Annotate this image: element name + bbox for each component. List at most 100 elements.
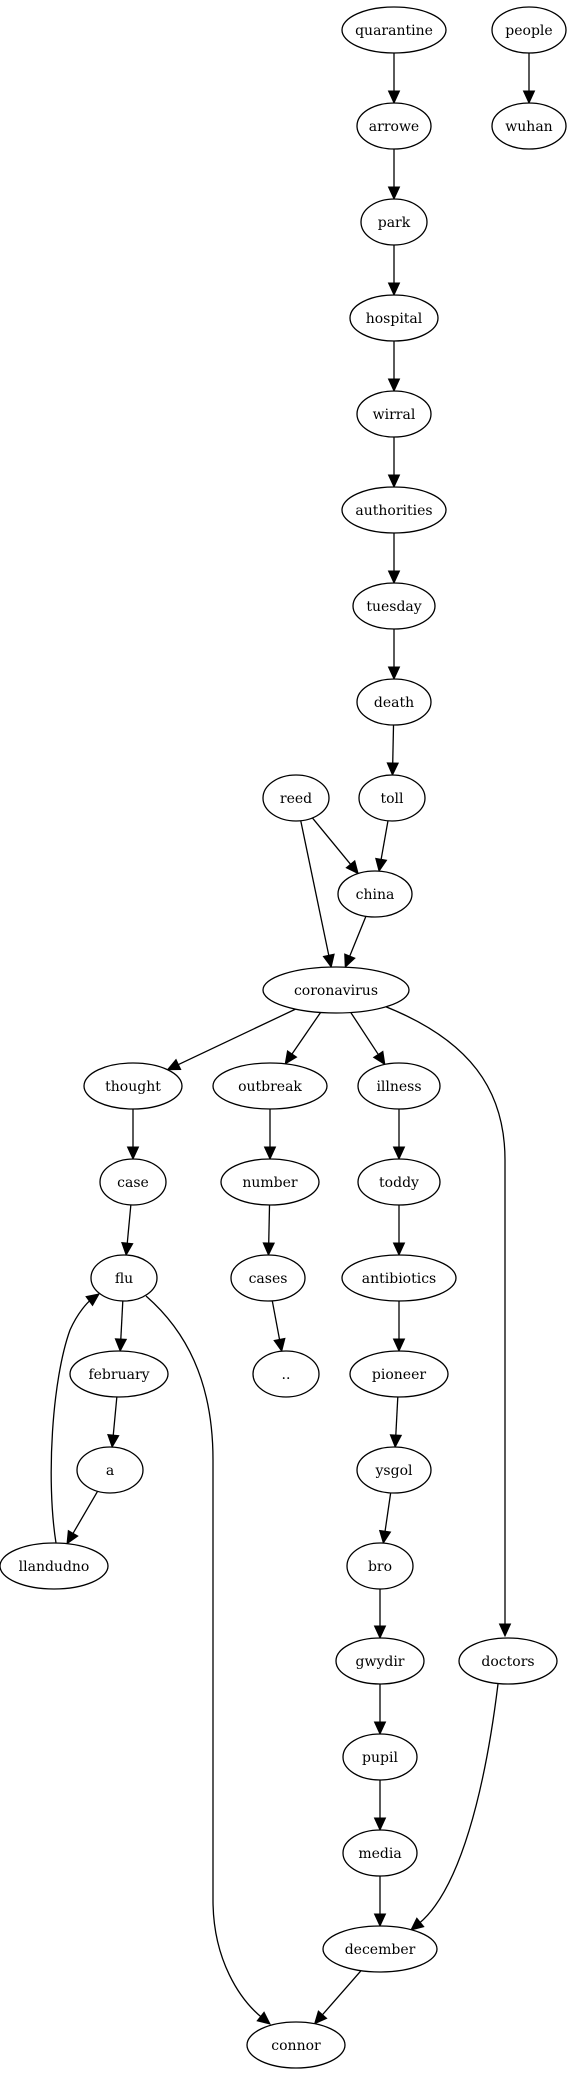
node-people: people xyxy=(491,6,567,54)
edge-arrowhead xyxy=(166,1058,182,1071)
node-label: number xyxy=(242,1175,298,1191)
edge-arrowhead xyxy=(126,1146,140,1161)
node-ellipse xyxy=(356,102,432,150)
edge-line xyxy=(300,820,330,958)
edge-coronavirus-illness xyxy=(350,1012,386,1066)
edge-arrowhead xyxy=(392,1338,406,1353)
node-ellipse xyxy=(357,1062,441,1110)
edge-arrowhead xyxy=(114,1338,128,1353)
edge-line xyxy=(350,1012,380,1057)
node-wirral: wirral xyxy=(356,390,432,438)
edge-arrowhead xyxy=(410,1917,425,1931)
edge-arrowhead xyxy=(392,1242,406,1257)
node-ellipse xyxy=(360,198,428,246)
edge-line xyxy=(271,1300,281,1342)
node-cases: cases xyxy=(230,1254,306,1302)
edge-line xyxy=(290,1012,322,1056)
node-ellipse xyxy=(342,1733,418,1781)
node-ellipse xyxy=(220,1158,320,1206)
edge-line xyxy=(71,1490,99,1536)
node-ellipse xyxy=(342,1829,418,1877)
edge-people-wuhan xyxy=(522,53,536,105)
node-china: china xyxy=(337,870,413,918)
edge-bro-gwydir xyxy=(373,1589,387,1640)
edge-arrowhead xyxy=(387,666,401,681)
node-label: llandudno xyxy=(19,1559,90,1575)
node-label: case xyxy=(117,1175,149,1191)
edge-death-toll xyxy=(386,724,400,777)
edge-authorities-tuesday xyxy=(387,533,401,585)
edge-line xyxy=(380,820,389,862)
node-ellipse xyxy=(341,6,447,54)
edge-arrowhead xyxy=(375,857,388,873)
node-ellipse xyxy=(262,774,330,822)
node-label: gwydir xyxy=(356,1654,405,1670)
edge-line xyxy=(311,817,353,867)
node-label: cases xyxy=(249,1271,288,1287)
node-ellipse xyxy=(358,774,426,822)
edge-thought-case xyxy=(126,1109,140,1161)
edge-flu-connor xyxy=(145,1295,271,2025)
node-label: media xyxy=(358,1846,401,1862)
edge-arrowhead xyxy=(85,1293,100,1307)
edge-line xyxy=(50,1299,92,1544)
node-toddy: toddy xyxy=(357,1158,441,1206)
node-bro: bro xyxy=(346,1542,414,1590)
edge-arrowhead xyxy=(263,1146,277,1161)
node-illness: illness xyxy=(357,1062,441,1110)
node-pupil: pupil xyxy=(342,1733,418,1781)
node-a: a xyxy=(76,1446,144,1494)
node-ellipse xyxy=(322,1925,438,1973)
edge-december-connor xyxy=(313,1970,362,2025)
edge-toddy-antibiotics xyxy=(392,1205,406,1257)
edge-cases-dots xyxy=(271,1300,286,1353)
edge-arrowhead xyxy=(378,1529,392,1545)
edge-arrowhead xyxy=(344,953,356,969)
node-ellipse xyxy=(349,294,439,342)
node-label: death xyxy=(374,695,414,711)
edge-reed-china xyxy=(311,817,359,875)
edge-arrowhead xyxy=(387,474,401,489)
node-ellipse xyxy=(230,1254,306,1302)
node-december: december xyxy=(322,1925,438,1973)
node-ellipse xyxy=(341,1254,457,1302)
edge-line xyxy=(392,724,395,766)
edge-ysgol-bro xyxy=(378,1492,392,1545)
node-label: thought xyxy=(105,1079,161,1095)
node-connor: connor xyxy=(246,2021,346,2069)
edge-arrowhead xyxy=(345,859,359,875)
node-label: wirral xyxy=(373,407,416,423)
node-ellipse xyxy=(76,1446,144,1494)
edge-line xyxy=(395,1396,399,1438)
node-ysgol: ysgol xyxy=(356,1446,432,1494)
node-gwydir: gwydir xyxy=(335,1637,425,1685)
node-label: illness xyxy=(376,1079,421,1095)
node-llandudno: llandudno xyxy=(0,1542,109,1590)
node-death: death xyxy=(356,678,432,726)
edge-arrowhead xyxy=(387,186,401,201)
node-ellipse xyxy=(99,1158,167,1206)
node-label: toll xyxy=(380,791,404,807)
node-label: ysgol xyxy=(375,1463,413,1479)
edge-line xyxy=(384,1492,392,1534)
edge-arrowhead xyxy=(256,2011,271,2025)
node-label: connor xyxy=(271,2038,321,2054)
node-wuhan: wuhan xyxy=(491,102,567,150)
edge-arrowhead xyxy=(373,1817,387,1832)
node-label: china xyxy=(356,887,395,903)
edge-line xyxy=(145,1295,263,2019)
node-coronavirus: coronavirus xyxy=(262,966,410,1014)
node-label: coronavirus xyxy=(294,983,378,999)
node-park: park xyxy=(360,198,428,246)
node-pioneer: pioneer xyxy=(349,1350,449,1398)
edge-media-december xyxy=(373,1876,387,1928)
node-label: quarantine xyxy=(355,23,433,39)
node-ellipse xyxy=(352,582,436,630)
edge-line xyxy=(120,1300,124,1342)
edge-toll-china xyxy=(375,820,389,873)
node-ellipse xyxy=(341,486,447,534)
edge-coronavirus-thought xyxy=(166,1008,296,1071)
edges-layer xyxy=(50,53,536,2025)
node-ellipse xyxy=(458,1637,558,1685)
